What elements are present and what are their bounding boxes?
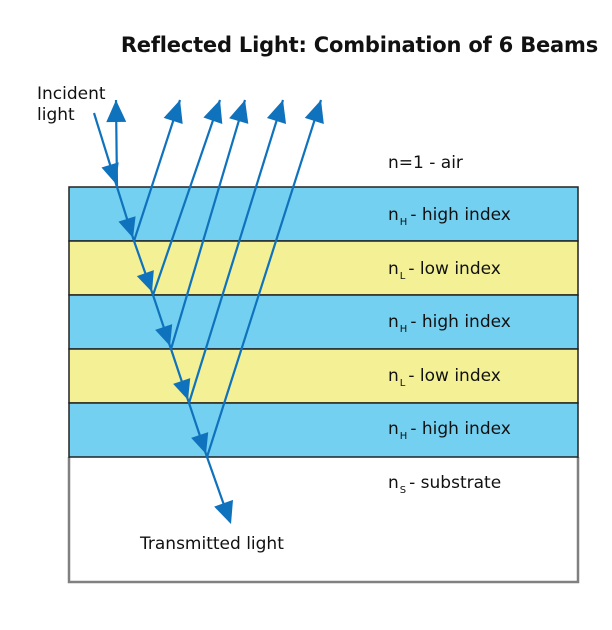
- layer-description: - high index: [410, 419, 511, 439]
- layer-symbol: n: [388, 312, 399, 332]
- ambient-description: - air: [429, 153, 463, 173]
- refracted-arrowhead: [155, 324, 173, 346]
- layer-symbol: n: [388, 419, 399, 439]
- incident-label-line1: Incident: [37, 84, 106, 104]
- reflected-beam-4: [169, 99, 247, 350]
- reflected-arrowhead-2: [163, 100, 183, 125]
- layer-high-index: [68, 294, 579, 350]
- layer-subscript: H: [399, 324, 408, 335]
- refracted-arrowhead: [191, 432, 209, 454]
- layer-low-index: [68, 348, 579, 404]
- substrate-description: - substrate: [409, 473, 502, 493]
- transmitted-arrowhead: [214, 499, 233, 524]
- layer-subscript: H: [399, 217, 408, 228]
- refracted-arrowhead: [136, 270, 154, 292]
- reflected-arrowhead-6: [304, 100, 324, 124]
- ambient-label: n=1 - air: [388, 153, 463, 173]
- incident-label-line2: light: [37, 105, 75, 125]
- ambient-symbol: n=1: [388, 153, 424, 173]
- layer-label-5: nH- high index: [388, 419, 511, 442]
- layer-description: - low index: [408, 259, 501, 279]
- layer-description: - low index: [408, 366, 501, 386]
- layer-symbol: n: [388, 259, 399, 279]
- diagram-title: Reflected Light: Combination of 6 Beams: [120, 33, 598, 57]
- substrate-region: [67, 457, 580, 584]
- layer-symbol: n: [388, 205, 399, 225]
- transmitted-light-label: Transmitted light: [140, 534, 284, 554]
- reflected-beam-6: [205, 99, 323, 458]
- refracted-arrowhead: [118, 216, 136, 238]
- layer-low-index: [68, 240, 579, 296]
- layer-high-index: [68, 402, 579, 458]
- layer-label-1: nH- high index: [388, 205, 511, 228]
- substrate-subscript: S: [399, 485, 407, 496]
- reflected-beam-3: [151, 99, 222, 296]
- reflected-arrowhead-3: [203, 100, 223, 125]
- layer-high-index: [68, 186, 579, 242]
- layer-description: - high index: [410, 312, 511, 332]
- layer-label-4: nL- low index: [388, 366, 501, 389]
- layer-label-2: nL- low index: [388, 259, 501, 282]
- reflected-beam-5: [187, 99, 285, 404]
- reflected-beam-2: [132, 99, 182, 242]
- reflected-arrowhead-5: [266, 100, 287, 124]
- layer-symbol: n: [388, 366, 399, 386]
- reflected-arrowhead-1: [106, 100, 127, 123]
- incident-light-label: Incident light: [37, 84, 106, 126]
- layer-subscript: L: [399, 378, 406, 389]
- layer-subscript: H: [399, 431, 408, 442]
- layer-description: - high index: [410, 205, 511, 225]
- layer-subscript: L: [399, 271, 406, 282]
- reflected-arrowhead-4: [229, 100, 249, 124]
- substrate-symbol: n: [388, 473, 399, 493]
- substrate-label: nS- substrate: [388, 473, 501, 496]
- layer-label-3: nH- high index: [388, 312, 511, 335]
- incident-arrowhead: [101, 162, 119, 184]
- refracted-arrowhead: [173, 378, 191, 400]
